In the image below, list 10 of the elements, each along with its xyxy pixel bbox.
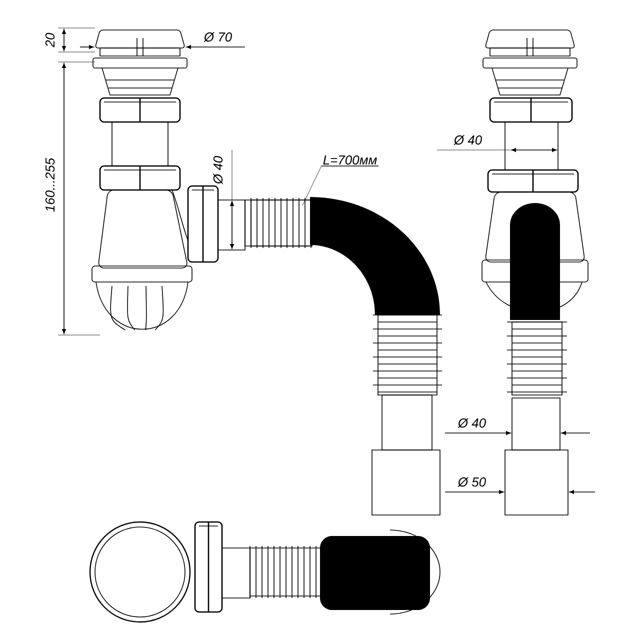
dimension-label: Ø 40 (458, 418, 486, 428)
dimension-label: 160...255 (45, 158, 55, 212)
dimension-label: Ø 40 (213, 156, 223, 184)
dimension-label: 20 (45, 32, 55, 48)
leader-line (302, 166, 379, 206)
dimension-label: Ø 70 (204, 32, 232, 42)
corrugated-hose (244, 200, 312, 246)
dimension-label: L=700мм (323, 155, 377, 165)
dimension-label: Ø 50 (458, 477, 486, 487)
dimension-label: Ø 40 (454, 135, 482, 145)
